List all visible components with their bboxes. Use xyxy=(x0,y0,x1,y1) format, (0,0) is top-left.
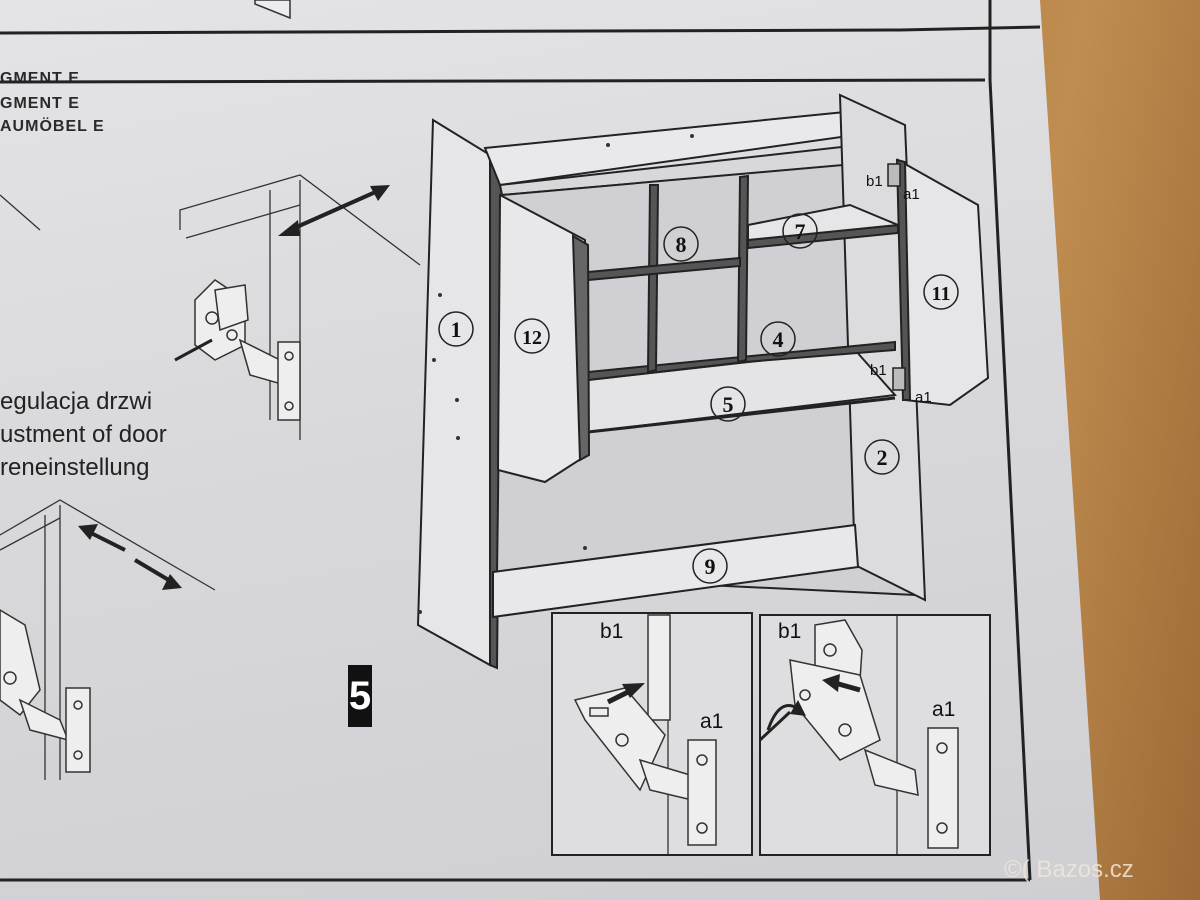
part-label-12: 12 xyxy=(522,327,542,349)
hinge-label-a1-top: a1 xyxy=(903,186,920,203)
heading-line-2: GMENT E xyxy=(0,95,80,112)
detail-left-a1: a1 xyxy=(700,710,723,733)
part-number-circles xyxy=(438,213,959,584)
detail-left-b1: b1 xyxy=(600,620,623,643)
hinge-label-b1-bottom: b1 xyxy=(870,362,887,379)
hinge-label-a1-bottom: a1 xyxy=(915,389,932,406)
detail-arrow-right xyxy=(758,674,861,742)
upper-hinge-icon xyxy=(194,279,301,421)
panel-1-holes xyxy=(418,134,694,614)
part-label-11: 11 xyxy=(932,283,951,305)
panel-1 xyxy=(416,118,497,667)
detail-arrow-left xyxy=(606,683,645,705)
part-label-2: 2 xyxy=(877,445,888,470)
panel-9 xyxy=(492,523,860,619)
caption-line-1: egulacja drzwi xyxy=(0,388,153,415)
cabinet-hinge-labels: b1 a1 b1 a1 xyxy=(866,173,932,406)
cabinet-hinges xyxy=(887,163,906,391)
lower-door-sketch xyxy=(0,499,216,780)
caption-line-2: ustment of door xyxy=(0,421,167,448)
part-label-8: 8 xyxy=(676,232,687,257)
panel-12 xyxy=(496,193,589,484)
lower-double-arrow xyxy=(78,524,182,590)
detail-hinge-right xyxy=(789,619,959,849)
detail-hinge-left xyxy=(573,614,717,846)
upper-door-sketch xyxy=(0,174,421,440)
part-label-7: 7 xyxy=(795,219,806,244)
part-label-1: 1 xyxy=(451,317,462,342)
detail-right-a1: a1 xyxy=(932,698,955,721)
watermark: ©( Bazos.cz xyxy=(1004,856,1134,884)
previous-panel xyxy=(254,0,291,20)
detail-right-b1: b1 xyxy=(778,620,801,643)
watermark-logo-icon: ©( xyxy=(1004,856,1030,883)
caption-line-3: reneinstellung xyxy=(0,454,150,481)
heading-line-3: AUMÖBEL E xyxy=(0,118,105,135)
hinge-label-b1-top: b1 xyxy=(866,173,883,190)
watermark-text: Bazos.cz xyxy=(1036,856,1134,883)
upper-double-arrow xyxy=(278,185,390,236)
sheet-frame xyxy=(0,0,1041,882)
upper-screwdriver xyxy=(174,338,213,362)
part-label-5: 5 xyxy=(723,392,734,417)
part-label-4: 4 xyxy=(773,327,784,352)
part-label-9: 9 xyxy=(705,554,716,579)
part-number-labels: 1 2 4 5 7 8 9 11 12 xyxy=(451,219,951,579)
cabinet-drawing xyxy=(416,93,990,670)
lower-hinge-icon xyxy=(0,609,91,773)
step-number-badge: 5 xyxy=(348,665,372,727)
detail-labels: b1 a1 b1 a1 xyxy=(600,620,955,733)
